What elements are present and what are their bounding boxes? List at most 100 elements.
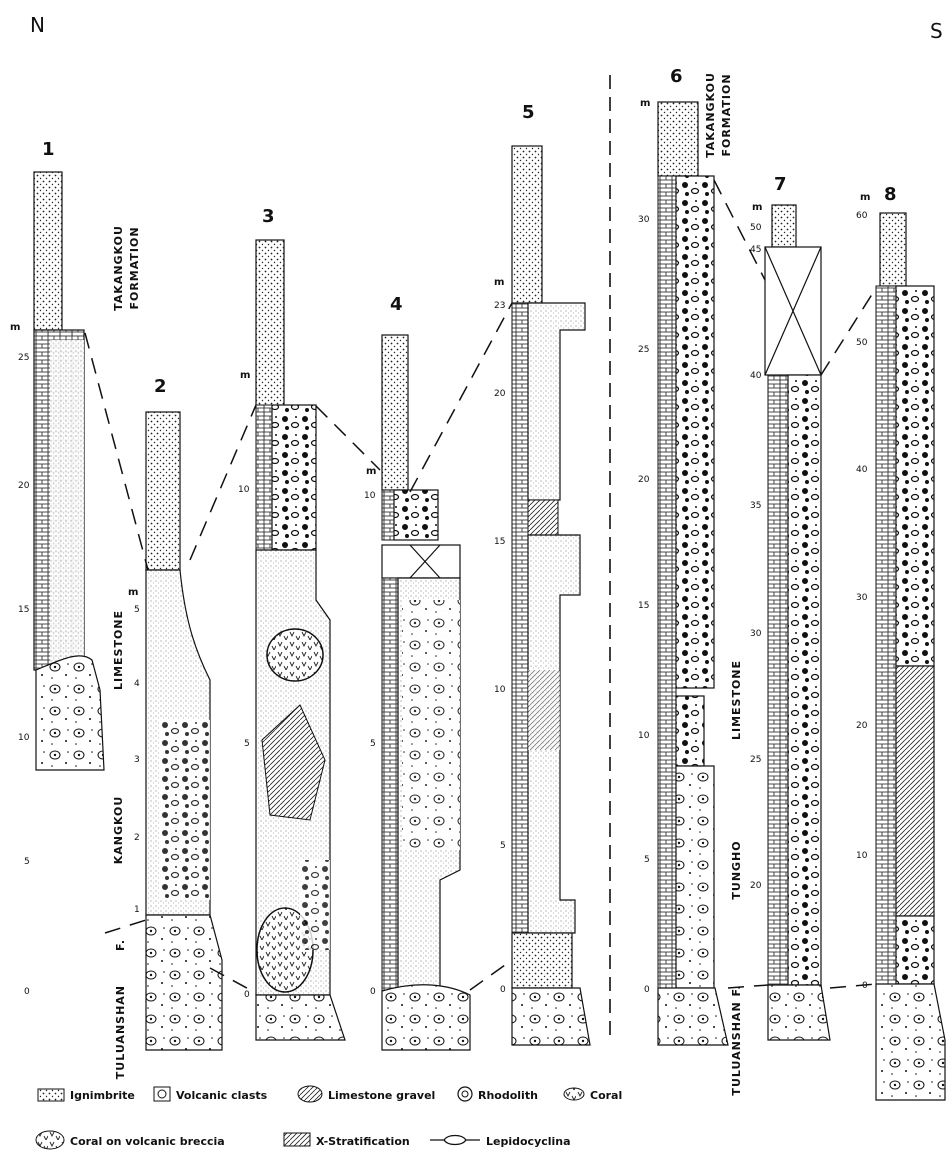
section-3-number: 3 [262,206,275,227]
tick-s3: 5 [244,739,250,749]
legend-label: X-Stratification [316,1135,410,1148]
tick-s4: 0 [370,987,376,997]
tick-s2: 3 [134,755,140,765]
tick-s6: 0 [644,985,650,995]
section-3 [255,239,346,1041]
section-2 [145,411,223,1051]
unit-4: m [366,466,376,477]
unit-7: m [752,202,762,213]
tick-s7: 30 [750,629,762,639]
tick-s8: 20 [856,721,868,731]
tick-s1: 10 [18,733,30,743]
formation-label: F. [114,939,127,951]
unit-8: m [860,192,870,203]
tick-s4: 10 [364,491,376,501]
tick-s5: 5 [500,841,506,851]
section-5-number: 5 [522,102,535,123]
tick-s7: 50 [750,223,762,233]
correlation-lines [84,179,877,994]
unit-5: m [494,277,504,288]
formation-label: LIMESTONE [730,660,743,740]
tick-s5: 20 [494,389,506,399]
formation-label: FORMATION [128,226,141,309]
volcanic-clasts-icon [153,1086,171,1102]
section-6-number: 6 [670,66,683,87]
section-4 [381,334,471,1051]
section-1-number: 1 [42,139,55,160]
tick-s5: 15 [494,537,505,547]
tick-s7: 25 [750,755,761,765]
tick-s6: 20 [638,475,650,485]
tick-s2: 2 [134,833,140,843]
tick-s4: 5 [370,739,376,749]
formation-label: TULUANSHAN [114,985,127,1079]
tick-s2: 5 [134,605,140,615]
section-7 [764,204,831,1041]
section-4-number: 4 [390,294,403,315]
legend-label: Ignimbrite [70,1089,135,1102]
tick-s8: 30 [856,593,868,603]
section-8-number: 8 [884,184,897,205]
tick-s7: 20 [750,881,762,891]
tick-s5: 23 [494,301,505,311]
section-5 [511,145,591,1046]
tick-s6: 5 [644,855,650,865]
legend-label: Coral on volcanic breccia [70,1135,225,1148]
formation-label: FORMATION [720,73,733,156]
tick-s7: 35 [750,501,761,511]
formation-label: TAKANGKOU [112,225,125,311]
tick-s2: 1 [134,905,140,915]
legend-label: Limestone gravel [328,1089,435,1102]
formation-label: TAKANGKOU [704,72,717,158]
section-6 [657,101,729,1046]
formation-label: TUNGHO [730,840,743,899]
legend-label: Coral [590,1089,622,1102]
tick-s8: 50 [856,338,868,348]
section-7-number: 7 [774,174,787,195]
unit-3: m [240,370,250,381]
tick-s3: 10 [238,485,250,495]
unit-2: m [128,587,138,598]
tick-s3: 0 [244,990,250,1000]
unit-6: m [640,98,650,109]
north-label: N [30,13,45,37]
rhodolith-icon [457,1086,473,1102]
formation-label: TULUANSHAN F. [730,984,743,1095]
x-stratification-icon [283,1132,311,1147]
section-1 [33,171,105,771]
tick-s1: 20 [18,481,30,491]
tick-s5: 10 [494,685,506,695]
unit-1: m [10,322,20,333]
tick-s8: 60 [856,211,868,221]
tick-s6: 10 [638,731,650,741]
formation-label: KANGKOU [112,796,125,865]
tick-s8: 10 [856,851,868,861]
section-2-number: 2 [154,376,167,397]
tick-s1: 25 [18,353,29,363]
tick-s1: 5 [24,857,30,867]
section-8 [875,212,946,1101]
limestone-gravel-icon [297,1085,323,1103]
tick-s6: 15 [638,601,649,611]
legend-label: Volcanic clasts [176,1089,268,1102]
coral-icon [563,1087,585,1101]
tick-s8: 40 [856,465,868,475]
tick-s2: 4 [134,679,140,689]
lepidocyclina-icon [430,1134,480,1146]
tick-s7: 45 [750,245,761,255]
legend-label: Lepidocyclina [486,1135,571,1148]
legend-label: Rhodolith [478,1089,538,1102]
tick-s8: 0 [862,981,868,991]
coral-on-volcanic-breccia-icon [35,1130,65,1150]
tick-s7: 40 [750,371,762,381]
tick-s6: 30 [638,215,650,225]
ignimbrite-icon [37,1088,65,1102]
tick-s1: 15 [18,605,29,615]
formation-label: LIMESTONE [112,610,125,690]
tick-s6: 25 [638,345,649,355]
tick-s1: 0 [24,987,30,997]
south-label: S [930,19,943,43]
